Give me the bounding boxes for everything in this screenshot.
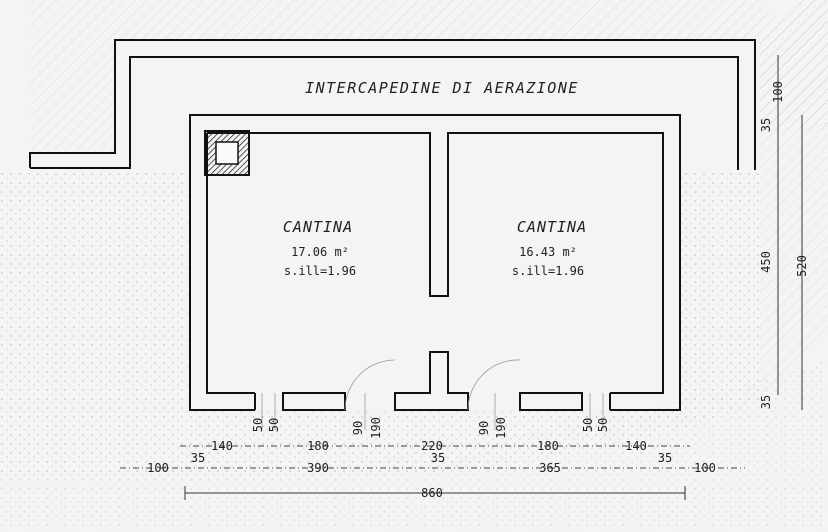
dim-right-4: 35 [759,395,773,409]
flue-shaft [204,130,250,176]
dimension-row-2: 100 35 390 35 365 35 100 [147,451,716,475]
dim-right-1: 35 [759,118,773,132]
aeration-gap-label: INTERCAPEDINE DI AERAZIONE [305,79,579,97]
dim-total: 860 [421,486,443,500]
dimension-right: 100 35 450 520 35 [759,81,809,409]
dim-r1-10: 50 [581,418,595,432]
dim-right-0: 100 [771,81,785,103]
dim-r1-8: 190 [494,417,508,439]
cellar-walls [189,115,681,411]
door-swings [261,359,604,430]
dim-r2-6: 100 [694,461,716,475]
dim-r2-5: 35 [658,451,672,465]
dim-r1-9: 180 [537,439,559,453]
dim-r1-12: 140 [625,439,647,453]
dim-r2-3: 35 [431,451,445,465]
dim-r1-5: 190 [369,417,383,439]
dim-r1-7: 90 [477,421,491,435]
dim-r1-1: 50 [251,418,265,432]
dim-r2-2: 390 [307,461,329,475]
dim-r1-0: 140 [211,439,233,453]
dimension-lines-right [777,55,803,410]
room-left-area: 17.06 m² [291,245,349,259]
dim-r1-4: 90 [351,421,365,435]
room-right-name: CANTINA [517,218,587,236]
room-right: CANTINA 16.43 m² s.ill=1.96 [512,218,587,278]
dim-right-3: 520 [795,255,809,277]
room-right-area: 16.43 m² [519,245,577,259]
room-left-name: CANTINA [283,218,353,236]
room-left: CANTINA 17.06 m² s.ill=1.96 [283,218,356,278]
dim-right-2: 450 [759,251,773,273]
dimension-row-1: 140 50 50 180 90 190 220 90 190 180 50 5… [211,417,647,453]
dim-r2-0: 100 [147,461,169,475]
dimension-lines-bottom [120,445,745,500]
dim-r1-11: 50 [596,418,610,432]
dim-r1-2: 50 [267,418,281,432]
dim-r1-3: 180 [307,439,329,453]
room-right-height: s.ill=1.96 [512,264,584,278]
dim-r2-4: 365 [539,461,561,475]
room-left-height: s.ill=1.96 [284,264,356,278]
dim-r2-1: 35 [191,451,205,465]
dim-r1-6: 220 [421,439,443,453]
